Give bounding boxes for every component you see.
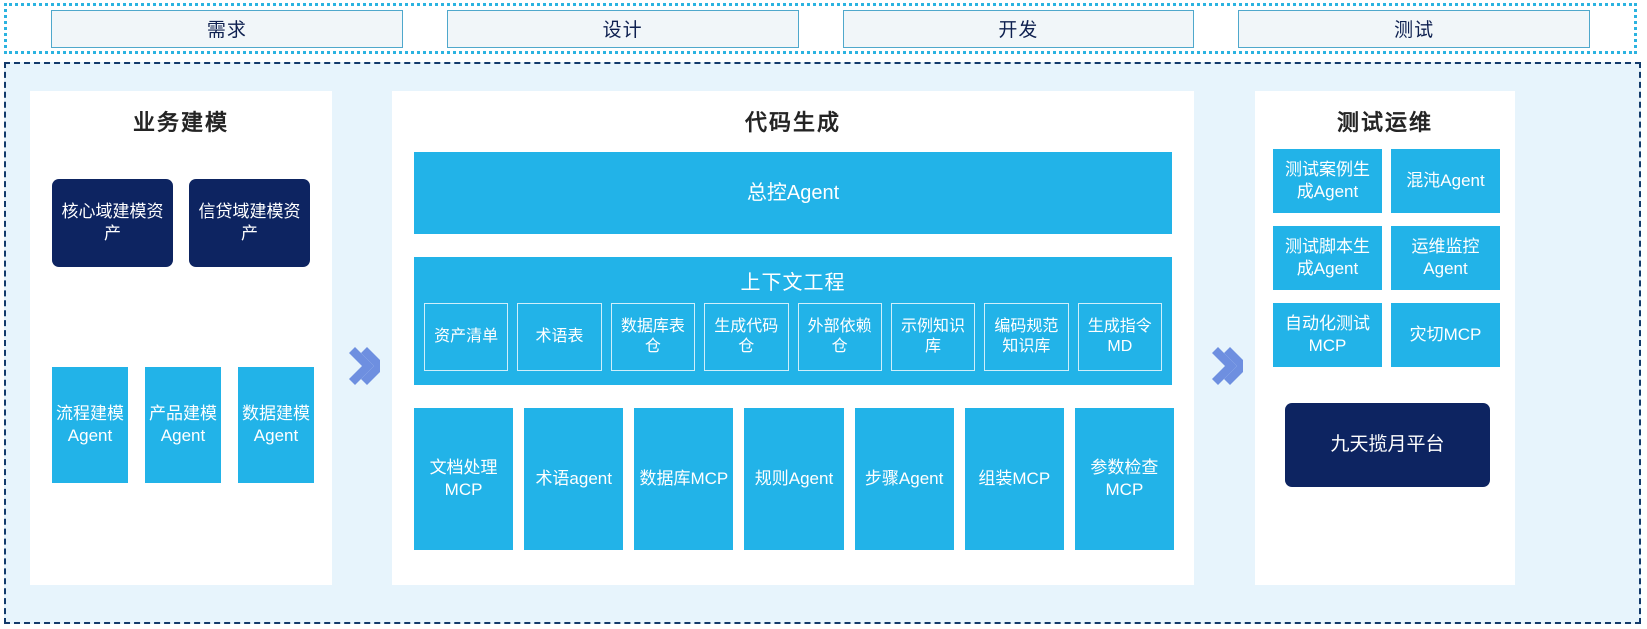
phase-box-design[interactable]: 设计 (446, 9, 799, 48)
phase-label: 测试 (1394, 20, 1435, 41)
architecture-region: 业务建模 核心域建模资产 信贷域建模资产 流程建模Agent 产品建模Agent… (4, 62, 1641, 624)
ce-item-glossary[interactable]: 术语表 (517, 303, 602, 371)
ce-item-label: 数据库表仓 (620, 317, 685, 355)
agent-data-modeling[interactable]: 数据建模Agent (238, 367, 314, 483)
ce-item-example-knowledge-base[interactable]: 示例知识库 (890, 303, 976, 371)
testops-label: 运维监控Agent (1411, 236, 1480, 278)
context-engineering-title: 上下文工程 (740, 272, 846, 294)
tool-label: 步骤Agent (864, 468, 944, 488)
context-engineering-block: 上下文工程 资产清单 术语表 数据库表仓 生成代码仓 外部依赖仓 示 (414, 257, 1172, 385)
phase-band: 需求 设计 开发 测试 (4, 3, 1637, 54)
testops-operations-monitoring-agent[interactable]: 运维监控Agent (1391, 226, 1500, 290)
asset-credit-domain[interactable]: 信贷域建模资产 (189, 179, 310, 267)
testops-label: 测试案例生成Agent (1285, 159, 1370, 201)
ce-item-label: 示例知识库 (901, 317, 966, 355)
tool-step-agent[interactable]: 步骤Agent (854, 408, 954, 550)
tool-database-mcp[interactable]: 数据库MCP (634, 408, 734, 550)
agent-label: 数据建模Agent (242, 403, 310, 445)
testops-label: 测试脚本生成Agent (1285, 236, 1370, 278)
tool-label: 术语agent (535, 468, 612, 488)
phase-box-requirements[interactable]: 需求 (51, 9, 403, 48)
tool-assembly-mcp[interactable]: 组装MCP (964, 408, 1064, 550)
ce-item-db-table-repo[interactable]: 数据库表仓 (610, 303, 696, 371)
panel-business-modeling: 业务建模 核心域建模资产 信贷域建模资产 流程建模Agent 产品建模Agent… (30, 91, 332, 585)
tool-label: 数据库MCP (639, 468, 729, 488)
phase-label: 需求 (206, 20, 247, 41)
ce-item-label: 资产清单 (434, 327, 499, 345)
ce-item-label: 外部依赖仓 (807, 317, 872, 355)
testops-test-script-generation-agent[interactable]: 测试脚本生成Agent (1273, 226, 1382, 290)
tool-document-processing-mcp[interactable]: 文档处理MCP (414, 408, 514, 550)
ce-item-label: 编码规范知识库 (994, 317, 1059, 355)
business-assets-row: 核心域建模资产 信贷域建模资产 (52, 179, 310, 267)
agent-label: 产品建模Agent (149, 403, 217, 445)
tool-label: 参数检查MCP (1090, 457, 1159, 499)
testops-label: 自动化测试MCP (1285, 313, 1370, 355)
panel-title-code-generation: 代码生成 (744, 110, 841, 135)
business-agents-row: 流程建模Agent 产品建模Agent 数据建模Agent (52, 367, 314, 483)
ce-item-label: 生成指令MD (1087, 317, 1152, 355)
phase-box-development[interactable]: 开发 (842, 9, 1195, 48)
code-generation-tools-row: 文档处理MCP 术语agent 数据库MCP 规则Agent 步骤Agent 组… (414, 408, 1174, 550)
testops-automated-testing-mcp[interactable]: 自动化测试MCP (1273, 303, 1382, 367)
asset-core-domain[interactable]: 核心域建模资产 (52, 179, 173, 267)
ce-item-generation-instruction-md[interactable]: 生成指令MD (1077, 303, 1162, 371)
ce-item-asset-list[interactable]: 资产清单 (424, 303, 509, 371)
panel-code-generation: 代码生成 总控Agent 上下文工程 资产清单 术语表 数据库表仓 生成代码仓 (392, 91, 1194, 585)
tool-label: 组装MCP (978, 468, 1051, 488)
panel-title-business-modeling: 业务建模 (132, 110, 229, 135)
asset-label: 信贷域建模资产 (198, 201, 301, 243)
ce-item-label: 术语表 (535, 327, 584, 345)
master-agent-label: 总控Agent (746, 181, 840, 204)
agent-label: 流程建模Agent (56, 403, 124, 445)
agent-product-modeling[interactable]: 产品建模Agent (145, 367, 221, 483)
testops-chaos-agent[interactable]: 混沌Agent (1391, 149, 1500, 213)
platform-label: 九天揽月平台 (1330, 434, 1445, 456)
tool-glossary-agent[interactable]: 术语agent (524, 408, 624, 550)
jiutian-lanyue-platform[interactable]: 九天揽月平台 (1285, 403, 1490, 487)
ce-item-generated-code-repo[interactable]: 生成代码仓 (704, 303, 789, 371)
testops-label: 灾切MCP (1409, 324, 1482, 344)
master-control-agent[interactable]: 总控Agent (414, 152, 1172, 234)
phase-label: 开发 (998, 20, 1039, 41)
testops-test-case-generation-agent[interactable]: 测试案例生成Agent (1273, 149, 1382, 213)
testops-label: 混沌Agent (1406, 170, 1485, 190)
context-engineering-items: 资产清单 术语表 数据库表仓 生成代码仓 外部依赖仓 示例知识库 (424, 303, 1162, 371)
asset-label: 核心域建模资产 (61, 201, 164, 243)
test-operations-grid: 测试案例生成Agent 混沌Agent 测试脚本生成Agent 运维监控Agen… (1273, 149, 1500, 367)
phase-box-testing[interactable]: 测试 (1238, 9, 1590, 48)
agent-process-modeling[interactable]: 流程建模Agent (52, 367, 128, 483)
tool-parameter-check-mcp[interactable]: 参数检查MCP (1074, 408, 1174, 550)
phase-label: 设计 (602, 20, 643, 41)
double-chevron-right-icon (1209, 347, 1249, 385)
double-chevron-right-icon (346, 347, 386, 385)
testops-disaster-recovery-mcp[interactable]: 灾切MCP (1391, 303, 1500, 367)
panel-test-operations: 测试运维 测试案例生成Agent 混沌Agent 测试脚本生成Agent 运维监… (1255, 91, 1515, 585)
ce-item-coding-standard-knowledge-base[interactable]: 编码规范知识库 (984, 303, 1069, 371)
panel-title-test-operations: 测试运维 (1336, 110, 1433, 135)
tool-rule-agent[interactable]: 规则Agent (744, 408, 844, 550)
ce-item-label: 生成代码仓 (714, 317, 779, 355)
ce-item-external-dependency-repo[interactable]: 外部依赖仓 (797, 303, 882, 371)
tool-label: 规则Agent (754, 468, 834, 488)
tool-label: 文档处理MCP (429, 457, 498, 499)
